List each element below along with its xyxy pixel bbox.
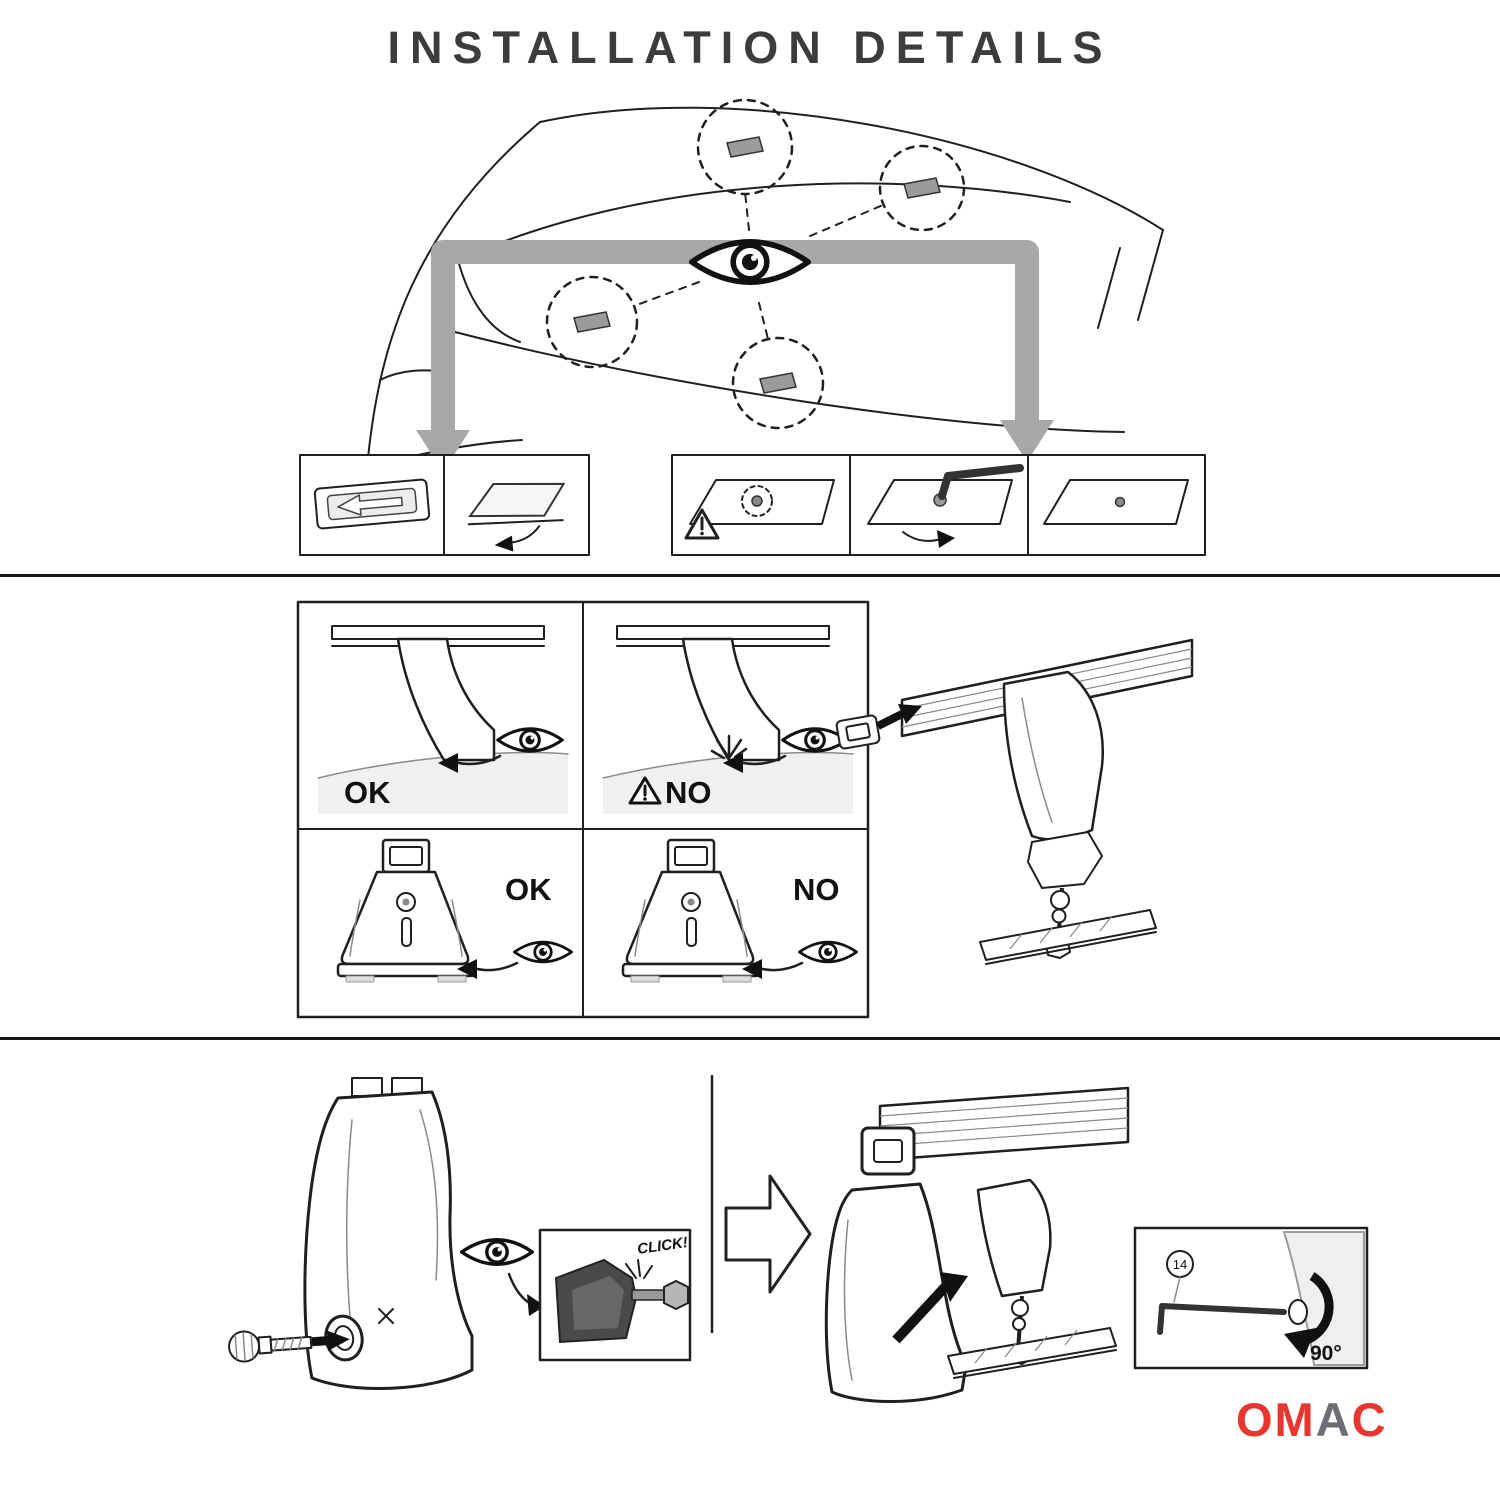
no-label: NO	[793, 872, 840, 907]
foot-illustration	[303, 1077, 474, 1390]
end-plug	[860, 1126, 916, 1176]
allen-key-panel	[867, 464, 1024, 548]
hex-bolt-shaft	[631, 1289, 669, 1301]
page-title: INSTALLATION DETAILS	[387, 22, 1113, 73]
closed-cover-panel	[1043, 479, 1189, 525]
detail-box-left	[299, 454, 590, 556]
key-size-label: 14	[1173, 1257, 1187, 1272]
mount-point-circles	[545, 98, 966, 430]
brand-letter-gray: A	[1315, 1393, 1352, 1446]
brand-logo: OMAC	[1236, 1392, 1388, 1447]
warning-icon	[684, 508, 720, 540]
spark-icon	[378, 1308, 394, 1324]
no-label: NO	[665, 775, 712, 810]
angle-label: 90°	[1310, 1342, 1342, 1365]
spark-icon	[710, 734, 748, 760]
crossbar	[616, 625, 830, 640]
warning-icon	[628, 776, 662, 805]
clamp-bracket	[976, 1178, 1052, 1298]
detail-box-right	[671, 454, 1206, 556]
crossbar	[878, 1086, 1130, 1162]
eye-icon	[459, 1238, 535, 1266]
brand-letters-red: OM	[1236, 1393, 1316, 1446]
panel-front-ok: OK	[336, 838, 573, 983]
ok-label: OK	[344, 775, 391, 810]
click-label: CLICK!	[636, 1234, 689, 1258]
mount-point-circle	[545, 275, 639, 369]
next-step-arrow	[724, 1174, 812, 1294]
claw-plate	[1027, 831, 1103, 889]
spark-icon	[625, 1259, 653, 1279]
panel-profile-ok: OK	[317, 625, 569, 814]
roof-rail	[979, 909, 1157, 961]
warning-panel	[684, 479, 835, 540]
open-cover-panel	[467, 482, 566, 552]
section-divider	[0, 1037, 1500, 1040]
click-detail-box: CLICK!	[538, 1228, 692, 1362]
assembly-illustration	[824, 1086, 1130, 1403]
slider-cover-panel	[313, 478, 431, 530]
mount-point-circle	[696, 98, 794, 196]
clamp-assembly-illustration	[835, 638, 1194, 965]
roof-rail	[947, 1327, 1117, 1375]
torque-detail-box: 14 90°	[1133, 1226, 1369, 1370]
panel-profile-no: NO	[602, 625, 854, 814]
mount-point-circle	[731, 336, 825, 430]
insert-arrow	[892, 1282, 950, 1344]
screw-assembly	[228, 1330, 350, 1363]
end-plug	[835, 714, 881, 750]
car-outline	[355, 106, 1164, 471]
hex-bolt-head	[663, 1279, 689, 1311]
section-overview	[299, 98, 1206, 556]
clamp-bracket	[1002, 670, 1104, 841]
plug-arrow	[876, 710, 904, 730]
section-steps: CLICK!	[228, 1074, 1369, 1403]
mount-point-circle	[878, 144, 966, 232]
connector-lines	[633, 191, 884, 340]
allen-key-icon	[938, 464, 1024, 500]
brand-letter-red2: C	[1351, 1393, 1388, 1446]
allen-key-icon	[1157, 1303, 1287, 1335]
ok-label: OK	[505, 872, 552, 907]
section-divider	[0, 574, 1500, 577]
section-comparison: OK NO	[296, 600, 1194, 1019]
crossbar	[331, 625, 545, 640]
panel-front-no: NO	[621, 838, 858, 983]
guide-arrow	[416, 240, 1054, 472]
insert-arrow	[311, 1336, 331, 1347]
